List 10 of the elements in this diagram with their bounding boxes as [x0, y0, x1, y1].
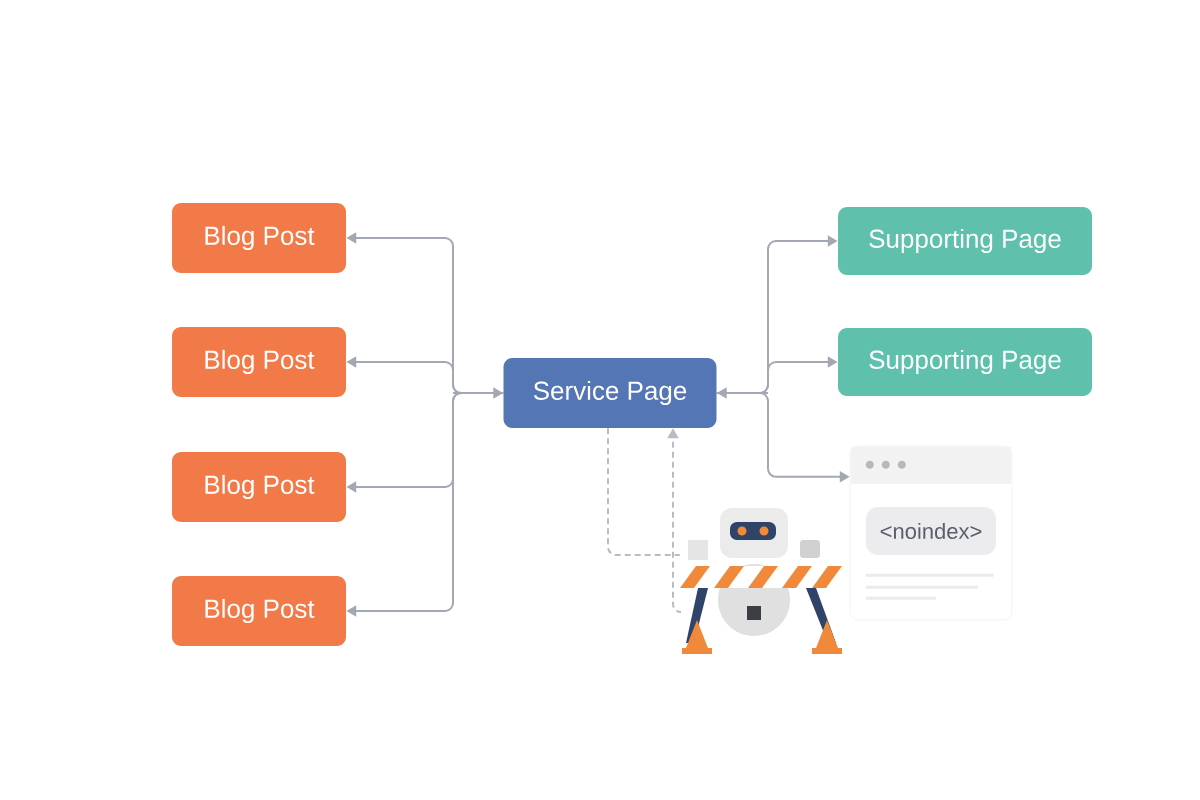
page-box: Blog Post [172, 327, 346, 397]
code-tag: <noindex> [866, 507, 996, 555]
page-box: Blog Post [172, 576, 346, 646]
page-box: Supporting Page [838, 328, 1092, 396]
page-box: Supporting Page [838, 207, 1092, 275]
page-box: Blog Post [172, 203, 346, 273]
page-box: Blog Post [172, 452, 346, 522]
robot-drawing [680, 508, 842, 654]
page-box: Service Page [503, 358, 717, 428]
dashed-line [607, 427, 681, 556]
